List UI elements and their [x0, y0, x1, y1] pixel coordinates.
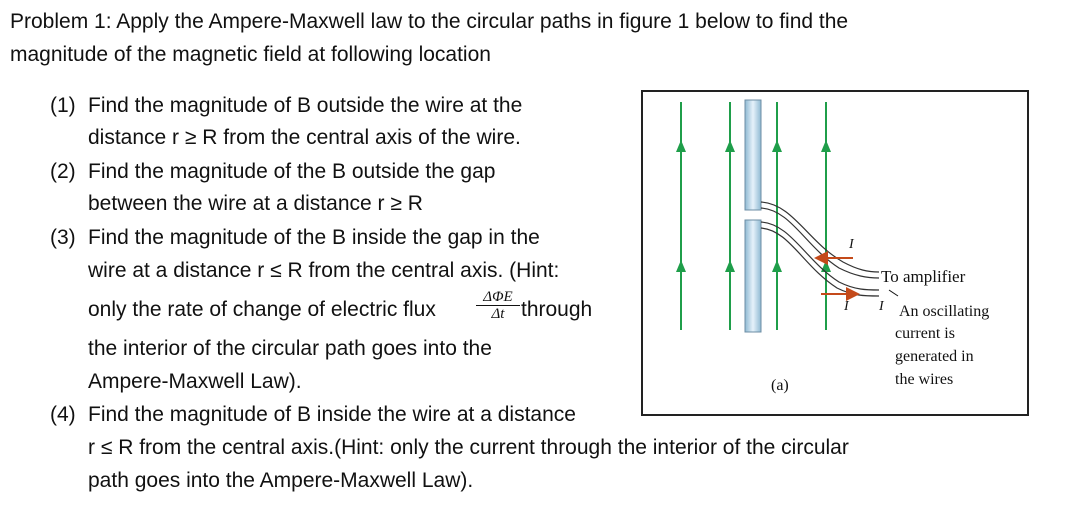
current-label-mid: I: [878, 299, 885, 314]
lead-2: [760, 207, 880, 279]
item-2-line-1: Find the magnitude of the B outside the …: [88, 160, 496, 183]
item-2-line-2: between the wire at a distance r ≥ R: [88, 192, 423, 215]
figure-drawing: I I I To amplifier An oscillating curren…: [676, 99, 989, 394]
item-4-line-3: path goes into the Ampere-Maxwell Law).: [88, 469, 474, 492]
field-arrow-5: [725, 260, 735, 272]
field-arrow-front-2: [772, 260, 782, 272]
flux-numerator: ΔΦE: [476, 289, 520, 306]
item-3-line-5: Ampere-Maxwell Law).: [88, 370, 302, 393]
current-label-top: I: [848, 237, 855, 252]
figure-label: (a): [771, 377, 789, 394]
item-4-line-1: Find the magnitude of B inside the wire …: [88, 403, 576, 426]
flux-denominator: Δt: [491, 306, 505, 322]
item-3-line-2: wire at a distance r ≤ R from the centra…: [88, 259, 560, 282]
item-4-line-2: r ≤ R from the central axis.(Hint: only …: [88, 436, 849, 459]
problem-line-1: Problem 1: Apply the Ampere-Maxwell law …: [10, 10, 849, 33]
wire: [744, 99, 782, 333]
wire-upper: [744, 99, 762, 211]
flux-fraction: ΔΦE Δt: [476, 289, 520, 322]
lead-1: [760, 201, 880, 273]
field-arrow-3: [821, 140, 831, 152]
item-3-line-1: Find the magnitude of the B inside the g…: [88, 226, 540, 249]
item-3-line-3b: through: [521, 298, 593, 321]
field-arrow-front-1: [772, 140, 782, 152]
item-4-number: (4): [50, 403, 76, 426]
lead-3: [760, 221, 880, 291]
wire-lower: [744, 219, 762, 333]
field-arrow-4: [676, 260, 686, 272]
leads: [760, 201, 880, 297]
to-amplifier-label: To amplifier: [881, 267, 966, 286]
item-1-number: (1): [50, 94, 76, 117]
figure-1: I I I To amplifier An oscillating curren…: [641, 90, 1029, 416]
field-arrow-1: [676, 140, 686, 152]
item-3-line-4: the interior of the circular path goes i…: [88, 337, 492, 360]
lead-4: [760, 227, 880, 297]
item-1-line-2: distance r ≥ R from the central axis of …: [88, 126, 521, 149]
current-label-bottom: I: [843, 299, 850, 314]
caption-line-1: An oscillating: [899, 303, 989, 320]
caption-line-3: generated in: [895, 348, 974, 365]
item-3-number: (3): [50, 226, 76, 249]
item-3-line-3: only the rate of change of electric flux: [88, 298, 436, 321]
field-arrow-2: [725, 140, 735, 152]
caption-line-2: current is: [895, 325, 955, 342]
caption-pointer: [888, 289, 899, 297]
caption-line-4: the wires: [895, 371, 953, 388]
field-arrow-6: [821, 260, 831, 272]
problem-line-2: magnitude of the magnetic field at follo…: [10, 43, 491, 66]
item-2-number: (2): [50, 160, 76, 183]
item-1-line-1: Find the magnitude of B outside the wire…: [88, 94, 523, 117]
